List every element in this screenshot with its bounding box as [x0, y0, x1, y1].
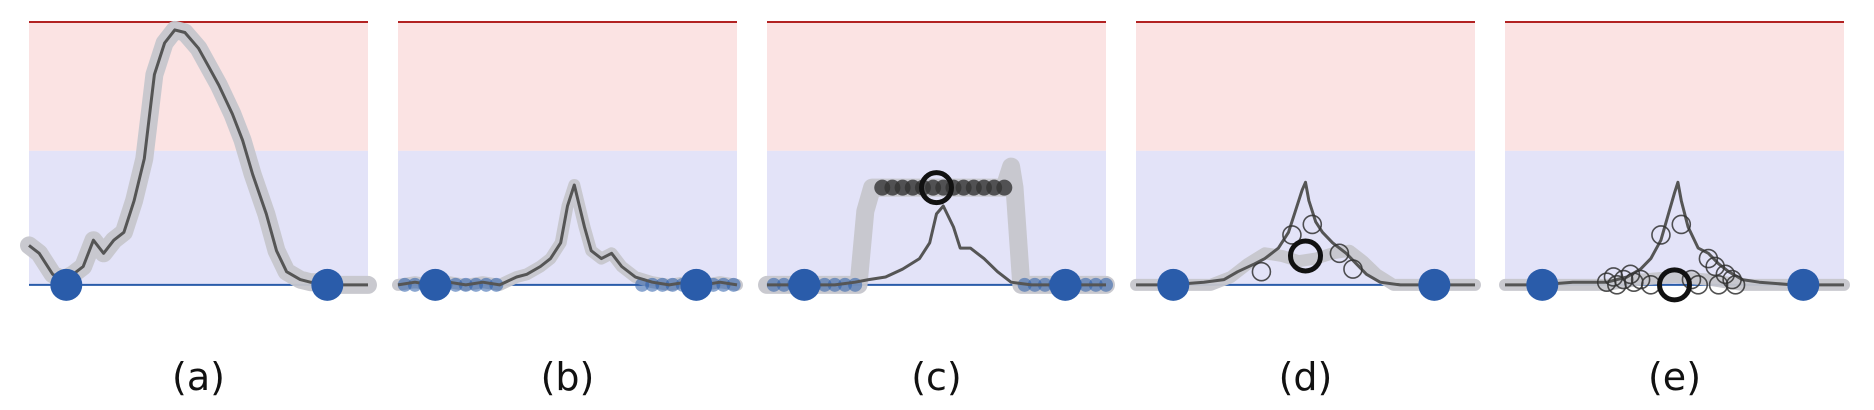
panel-label: (a): [172, 355, 225, 399]
panel-label: (c): [911, 355, 962, 399]
curve-halo: [1499, 271, 1850, 291]
highlight-circle: [1288, 238, 1323, 274]
endpoint-dot: [1418, 268, 1451, 301]
upper-band: [767, 22, 1106, 151]
panel-4: (d): [1130, 21, 1481, 399]
open-circle-marker: [1722, 269, 1742, 290]
endpoint-dot: [419, 268, 452, 301]
open-circle-marker: [1671, 214, 1692, 235]
open-circle-marker: [1282, 225, 1302, 245]
highlight-circle: [1657, 267, 1692, 303]
open-circle-marker: [1613, 269, 1634, 290]
open-circle-marker: [1651, 225, 1671, 245]
highlight-circle: [919, 170, 954, 206]
upper-band: [1505, 22, 1844, 151]
endpoint-dot: [1526, 268, 1559, 301]
endpoint-dot: [1787, 268, 1820, 301]
open-circle-marker: [1705, 256, 1725, 277]
curve-line: [28, 28, 368, 287]
upper-band: [1136, 22, 1475, 151]
open-circle-marker: [1329, 243, 1350, 264]
open-circle-marker: [1251, 261, 1272, 282]
endpoint-dot: [788, 268, 821, 301]
endpoint-dot: [50, 268, 83, 301]
upper-band: [398, 22, 737, 151]
panel-5: (e): [1499, 21, 1850, 399]
panel-1: (a): [20, 20, 377, 399]
curve-line: [1505, 180, 1844, 287]
panel-label: (d): [1279, 355, 1333, 399]
open-circle-marker: [1708, 275, 1729, 295]
open-circle-marker: [1698, 248, 1719, 269]
panel-3: (c): [758, 21, 1115, 399]
curve-line: [1136, 180, 1475, 287]
panel-label: (e): [1648, 355, 1701, 399]
marker-dot: [996, 179, 1013, 196]
open-circle-marker: [1715, 264, 1736, 285]
open-circle-marker: [1302, 214, 1323, 235]
endpoint-dot: [1157, 268, 1190, 301]
endpoint-dot: [311, 268, 344, 301]
open-circle-marker: [1630, 269, 1651, 290]
open-circle-marker: [1343, 259, 1363, 279]
curve-line: [397, 183, 738, 287]
endpoint-dot: [1049, 268, 1082, 301]
panel-2: (b): [392, 21, 743, 399]
panel-label: (b): [541, 355, 595, 399]
endpoint-dot: [680, 268, 713, 301]
open-circle-marker: [1725, 275, 1746, 295]
curve-line: [767, 204, 1106, 287]
